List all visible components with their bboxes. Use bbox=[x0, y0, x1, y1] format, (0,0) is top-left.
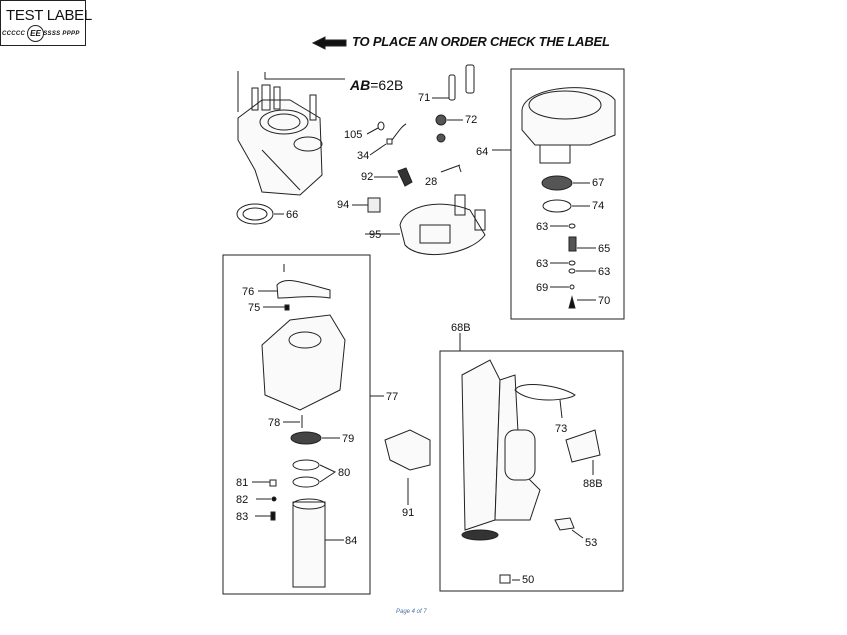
ab-key: AB bbox=[350, 77, 371, 93]
part-number-94: 94 bbox=[337, 199, 350, 211]
part-number-63-middle: 63 bbox=[536, 258, 549, 270]
part-number-83: 83 bbox=[236, 511, 249, 523]
part-number-72: 72 bbox=[465, 114, 478, 126]
part-number-64: 64 bbox=[476, 146, 489, 158]
part-number-78: 78 bbox=[268, 417, 281, 429]
part-number-50: 50 bbox=[522, 574, 535, 586]
part-number-75: 75 bbox=[248, 302, 261, 314]
part-number-105: 105 bbox=[344, 129, 363, 141]
label-code-left: CCCCC bbox=[2, 31, 26, 37]
label-code-text: CCCCC SSSSS PPPP bbox=[2, 31, 80, 37]
order-instruction: TO PLACE AN ORDER CHECK THE LABEL bbox=[352, 34, 610, 49]
ab-value: =62B bbox=[370, 77, 404, 93]
part-number-82: 82 bbox=[236, 494, 249, 506]
label-code-circle: EE bbox=[27, 25, 44, 42]
part-number-91: 91 bbox=[402, 507, 415, 519]
part-number-66: 66 bbox=[286, 209, 299, 221]
part-number-95: 95 bbox=[369, 229, 382, 241]
part-number-84: 84 bbox=[345, 535, 358, 547]
part-number-68b: 68B bbox=[451, 322, 471, 334]
part-number-70: 70 bbox=[598, 295, 611, 307]
part-number-76: 76 bbox=[242, 286, 255, 298]
part-number-28: 28 bbox=[425, 176, 438, 188]
part-number-67: 67 bbox=[592, 177, 605, 189]
part-number-63-bottom: 63 bbox=[598, 266, 611, 278]
tank-assembly-sketch bbox=[237, 84, 323, 196]
part-number-80: 80 bbox=[338, 467, 351, 479]
part-number-92: 92 bbox=[361, 171, 374, 183]
arrow-left-icon bbox=[311, 36, 347, 50]
test-label-box: TEST LABEL CCCCC SSSSS PPPP EE bbox=[0, 0, 92, 46]
part-number-81: 81 bbox=[236, 477, 249, 489]
part-number-69: 69 bbox=[536, 282, 549, 294]
part-number-77: 77 bbox=[386, 391, 399, 403]
page-indicator: Page 4 of 7 bbox=[396, 609, 427, 615]
part-number-74: 74 bbox=[592, 200, 605, 212]
part-number-65: 65 bbox=[598, 243, 611, 255]
part-number-34: 34 bbox=[357, 150, 370, 162]
label-title: TEST LABEL bbox=[6, 7, 92, 24]
part-number-88b: 88B bbox=[583, 478, 603, 490]
label-code-right: SSSSS PPPP bbox=[38, 31, 80, 37]
part-number-79: 79 bbox=[342, 433, 355, 445]
part-number-73: 73 bbox=[555, 423, 568, 435]
ab-legend: AB=62B bbox=[350, 77, 403, 93]
part-number-53: 53 bbox=[585, 537, 598, 549]
part-number-71: 71 bbox=[418, 92, 431, 104]
part-number-63-top: 63 bbox=[536, 221, 549, 233]
